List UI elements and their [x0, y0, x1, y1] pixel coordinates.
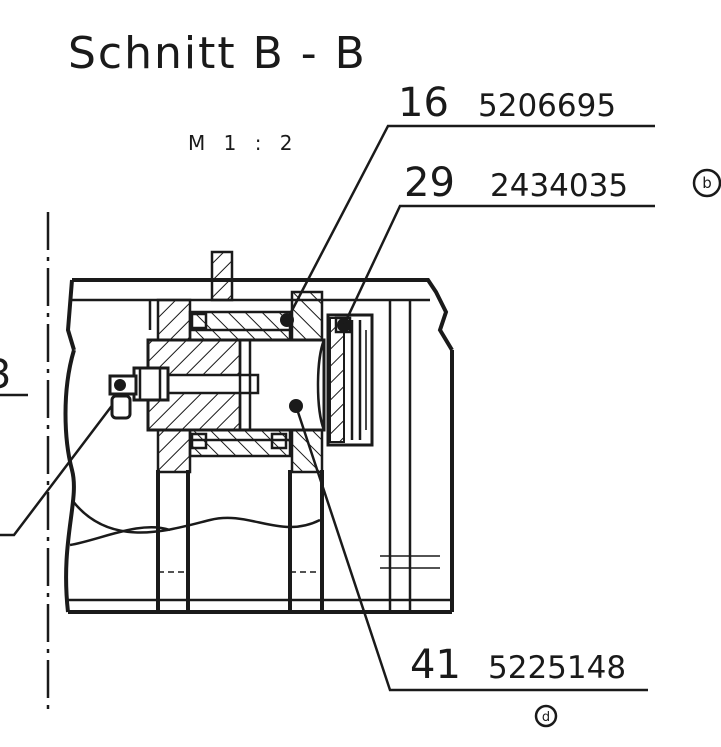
lower-contour	[69, 526, 171, 547]
callout-29-mark-circle	[692, 168, 721, 198]
seal-ring-top-left	[190, 312, 208, 330]
edge-label-fragment: 3	[0, 352, 11, 398]
callout-41-mark: d	[542, 710, 550, 725]
seal-ring-bottom-right	[270, 432, 288, 450]
shaft-end	[316, 339, 326, 431]
leader-16	[285, 124, 655, 321]
callout-29-mark: b	[702, 174, 712, 192]
leader-41	[294, 405, 648, 692]
end-cover	[326, 313, 374, 447]
scale-label: M 1 : 2	[188, 131, 299, 155]
housing-outline	[63, 278, 454, 614]
callout-16-position: 16	[398, 80, 449, 126]
top-stub	[210, 250, 234, 302]
left-wall-lower	[156, 428, 192, 474]
break-line	[71, 499, 321, 534]
callout-41-part-number: 5225148	[488, 650, 626, 686]
callout-41-mark-circle	[534, 704, 558, 728]
grease-nipple	[108, 366, 170, 420]
edge-leader	[0, 394, 121, 537]
callout-29-position: 29	[404, 160, 455, 206]
left-wall-upper	[156, 298, 192, 342]
seal-ring-bottom-left	[190, 432, 208, 450]
section-title: Schnitt B - B	[68, 28, 367, 79]
callout-29-part-number: 2434035	[490, 168, 628, 204]
callout-41-position: 41	[410, 642, 461, 688]
callout-16-part-number: 5206695	[478, 88, 616, 124]
leader-29	[342, 204, 655, 326]
lower-posts	[156, 470, 324, 612]
